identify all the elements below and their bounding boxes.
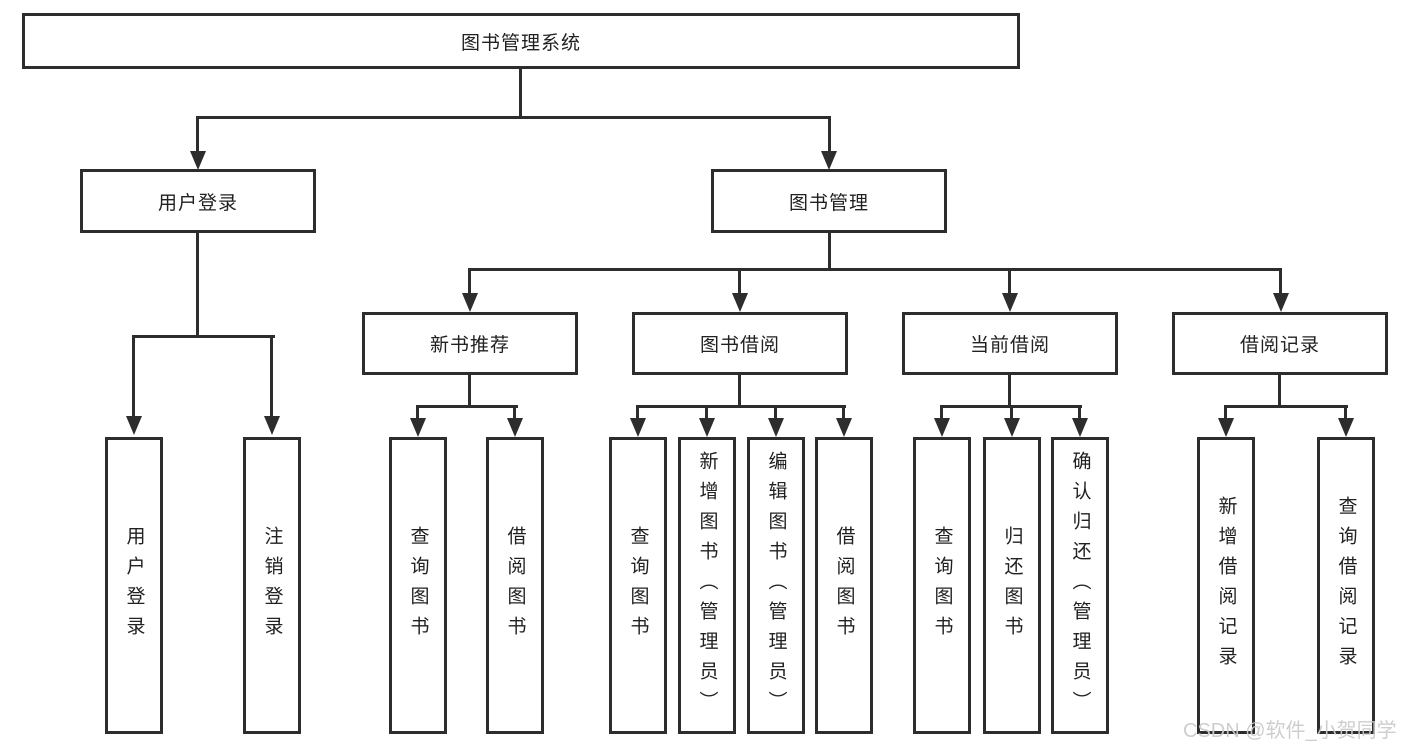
node-user-login-label: 用户登录 xyxy=(157,192,238,214)
leaf-records-query-borrow-record-label: 查询借阅记录 xyxy=(1335,495,1357,676)
leaf-current-confirm-return-admin: 确认归还（管理员） xyxy=(1051,437,1109,734)
leaf-current-query-books: 查询图书 xyxy=(913,437,971,734)
connector-line xyxy=(1224,405,1348,408)
leaf-records-add-borrow-record-label: 新增借阅记录 xyxy=(1215,495,1237,676)
connector-line xyxy=(270,335,273,417)
leaf-records-add-borrow-record: 新增借阅记录 xyxy=(1197,437,1255,734)
arrowhead-down-icon xyxy=(264,416,280,435)
connector-line xyxy=(416,405,518,408)
connector-line xyxy=(1008,375,1011,408)
node-new-book-recommendation-label: 新书推荐 xyxy=(429,335,510,356)
connector-line xyxy=(132,335,275,338)
connector-line xyxy=(636,405,639,419)
connector-line xyxy=(196,116,199,152)
leaf-borrowing-borrow-books-label: 借阅图书 xyxy=(833,525,855,646)
watermark-csdn: CSDN @软件_小贺同学 xyxy=(1183,720,1397,742)
node-user-login: 用户登录 xyxy=(80,169,316,233)
connector-line xyxy=(196,116,831,119)
leaf-borrowing-add-books-admin: 新增图书（管理员） xyxy=(678,437,736,734)
connector-line xyxy=(513,405,516,419)
node-library-management-system-label: 图书管理系统 xyxy=(460,32,581,54)
arrowhead-down-icon xyxy=(1004,418,1020,437)
leaf-recommend-query-books-label: 查询图书 xyxy=(407,525,429,646)
connector-line xyxy=(1224,405,1227,419)
connector-line xyxy=(416,405,419,419)
connector-line xyxy=(1008,268,1011,294)
leaf-borrowing-add-books-admin-label: 新增图书（管理员） xyxy=(696,450,718,721)
node-new-book-recommendation: 新书推荐 xyxy=(362,312,578,375)
arrowhead-down-icon xyxy=(1002,293,1018,312)
connector-line xyxy=(738,268,741,294)
leaf-logout: 注销登录 xyxy=(243,437,301,734)
leaf-borrowing-edit-books-admin-label: 编辑图书（管理员） xyxy=(765,450,787,721)
connector-line xyxy=(1344,405,1347,419)
arrowhead-down-icon xyxy=(630,418,646,437)
connector-line xyxy=(828,116,831,152)
node-book-borrowing: 图书借阅 xyxy=(632,312,848,375)
arrowhead-down-icon xyxy=(126,416,142,435)
leaf-recommend-borrow-books: 借阅图书 xyxy=(486,437,544,734)
connector-line xyxy=(1278,375,1281,408)
connector-line xyxy=(738,375,741,408)
connector-line xyxy=(1078,405,1081,419)
arrowhead-down-icon xyxy=(1338,418,1354,437)
leaf-borrowing-borrow-books: 借阅图书 xyxy=(815,437,873,734)
node-borrowing-records-label: 借阅记录 xyxy=(1239,335,1320,356)
leaf-borrowing-edit-books-admin: 编辑图书（管理员） xyxy=(747,437,805,734)
arrowhead-down-icon xyxy=(836,418,852,437)
connector-line xyxy=(636,405,846,408)
leaf-records-query-borrow-record: 查询借阅记录 xyxy=(1317,437,1375,734)
connector-line xyxy=(132,335,135,417)
connector-line xyxy=(468,268,1282,271)
leaf-current-return-books: 归还图书 xyxy=(983,437,1041,734)
node-book-borrowing-label: 图书借阅 xyxy=(699,335,780,356)
connector-line xyxy=(1010,405,1013,419)
leaf-recommend-borrow-books-label: 借阅图书 xyxy=(504,525,526,646)
connector-line xyxy=(468,268,471,294)
arrowhead-down-icon xyxy=(768,418,784,437)
leaf-current-confirm-return-admin-label: 确认归还（管理员） xyxy=(1069,450,1091,721)
node-current-borrowing-label: 当前借阅 xyxy=(969,335,1050,356)
leaf-user-login-label: 用户登录 xyxy=(123,525,145,646)
connector-line xyxy=(196,233,199,338)
connector-line xyxy=(828,233,831,271)
arrowhead-down-icon xyxy=(507,418,523,437)
arrowhead-down-icon xyxy=(821,151,837,170)
connector-line xyxy=(468,375,471,408)
arrowhead-down-icon xyxy=(190,151,206,170)
leaf-user-login: 用户登录 xyxy=(105,437,163,734)
node-book-management-label: 图书管理 xyxy=(788,192,869,214)
leaf-current-return-books-label: 归还图书 xyxy=(1001,525,1023,646)
connector-line xyxy=(1279,268,1282,294)
arrowhead-down-icon xyxy=(410,418,426,437)
arrowhead-down-icon xyxy=(1218,418,1234,437)
connector-line xyxy=(519,68,522,118)
connector-line xyxy=(842,405,845,419)
node-book-management: 图书管理 xyxy=(711,169,947,233)
leaf-borrowing-query-books-label: 查询图书 xyxy=(627,525,649,646)
connector-line xyxy=(940,405,943,419)
node-borrowing-records: 借阅记录 xyxy=(1172,312,1388,375)
arrowhead-down-icon xyxy=(462,293,478,312)
arrowhead-down-icon xyxy=(732,293,748,312)
arrowhead-down-icon xyxy=(934,418,950,437)
arrowhead-down-icon xyxy=(699,418,715,437)
arrowhead-down-icon xyxy=(1072,418,1088,437)
node-current-borrowing: 当前借阅 xyxy=(902,312,1118,375)
leaf-recommend-query-books: 查询图书 xyxy=(389,437,447,734)
connector-line xyxy=(705,405,708,419)
connector-line xyxy=(774,405,777,419)
leaf-current-query-books-label: 查询图书 xyxy=(931,525,953,646)
leaf-logout-label: 注销登录 xyxy=(261,525,283,646)
leaf-borrowing-query-books: 查询图书 xyxy=(609,437,667,734)
node-library-management-system: 图书管理系统 xyxy=(22,13,1020,69)
arrowhead-down-icon xyxy=(1273,293,1289,312)
